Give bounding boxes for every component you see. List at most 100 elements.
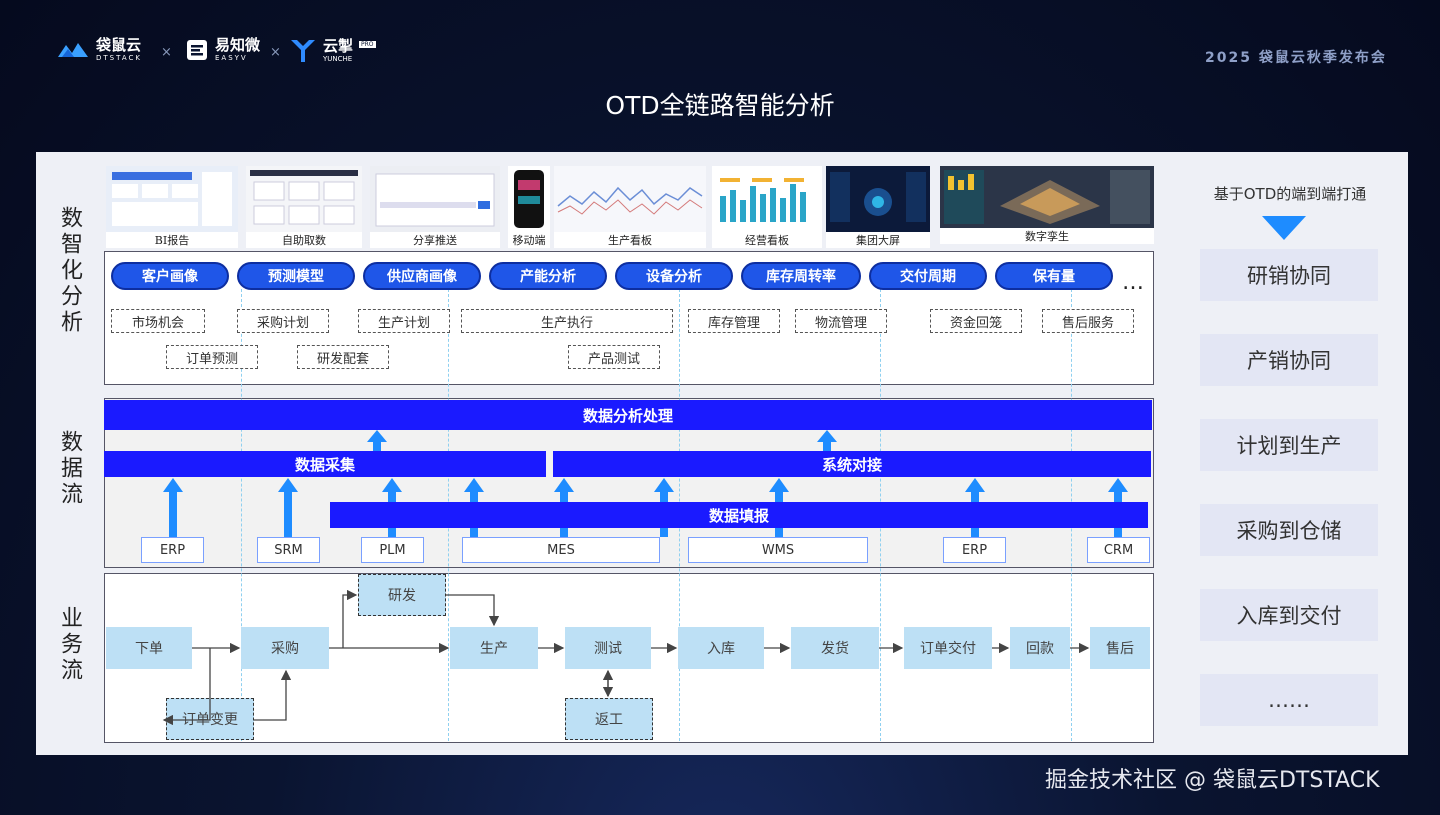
system-mes: MES (462, 537, 660, 563)
easyv-logo-sub: EASYV (215, 54, 248, 62)
up-arrow-collection (367, 430, 387, 451)
step-purchase: 采购 (241, 627, 329, 669)
production-board-image (554, 166, 706, 232)
thumb-mobile: 移动端 (508, 166, 550, 248)
scenario-logistics-management: 物流管理 (795, 309, 887, 333)
step-payment-collection: 回款 (1010, 627, 1070, 669)
thumb-digital-twin: 数字孪生 (940, 166, 1154, 244)
step-shipping: 发货 (791, 627, 879, 669)
right-item-production-sales: 产销协同 (1200, 334, 1378, 386)
up-arrow-erp (163, 478, 183, 537)
watermark: 掘金技术社区 @ 袋鼠云DTSTACK (1045, 768, 1380, 793)
right-item-rd-sales: 研销协同 (1200, 249, 1378, 301)
step-order: 下单 (106, 627, 192, 669)
step-testing: 测试 (565, 627, 651, 669)
scenario-after-sales: 售后服务 (1042, 309, 1134, 333)
step-rework: 返工 (565, 698, 653, 740)
thumb-caption: 移动端 (512, 234, 546, 247)
pill-customer-profile: 客户画像 (111, 262, 229, 290)
thumb-production-board: 生产看板 (554, 166, 706, 248)
yunche-logo: 云掣 YUNCHE PRO (289, 38, 376, 64)
system-erp: ERP (141, 537, 204, 563)
group-screen-image (826, 166, 930, 232)
guide-line (241, 289, 242, 741)
up-arrow-srm (278, 478, 298, 537)
bar-data-reporting: 数据填报 (330, 502, 1148, 528)
scenario-production-execution: 生产执行 (461, 309, 673, 333)
label-dataflow: 数据流 (57, 430, 82, 508)
step-warehousing: 入库 (678, 627, 764, 669)
step-order-delivery: 订单交付 (904, 627, 992, 669)
thumb-caption: 分享推送 (413, 234, 457, 247)
pill-supplier-profile: 供应商画像 (363, 262, 481, 290)
pill-inventory-turnover: 库存周转率 (741, 262, 861, 290)
system-plm: PLM (361, 537, 424, 563)
easyv-logo-icon (187, 40, 207, 60)
thumb-caption: 生产看板 (608, 234, 652, 247)
up-arrow-integration (817, 430, 837, 451)
step-production: 生产 (450, 627, 538, 669)
step-after-sales: 售后 (1090, 627, 1150, 669)
logo-separator: × (270, 45, 281, 60)
right-item-more: …… (1200, 674, 1378, 726)
more-ellipsis: … (1122, 270, 1144, 295)
thumb-business-board: 经营看板 (712, 166, 822, 248)
pill-forecast-model: 预测模型 (237, 262, 355, 290)
digital-twin-image (940, 166, 1154, 228)
easyv-logo: 易知微 EASYV (185, 38, 260, 62)
page-title: OTD全链路智能分析 (605, 91, 835, 120)
yunche-pro-badge: PRO (359, 40, 376, 48)
easyv-logo-name: 易知微 (215, 36, 261, 54)
thumb-caption: 自助取数 (282, 234, 326, 247)
dtstack-logo-sub: DTSTACK (96, 54, 142, 62)
mobile-image (508, 166, 550, 232)
right-item-purchase-to-storage: 采购到仓储 (1200, 504, 1378, 556)
dtstack-logo: 袋鼠云 DTSTACK (56, 38, 142, 62)
up-arrow-mes-1 (464, 478, 484, 537)
right-item-plan-to-production: 计划到生产 (1200, 419, 1378, 471)
pill-equipment-analysis: 设备分析 (615, 262, 733, 290)
scenario-purchase-plan: 采购计划 (237, 309, 329, 333)
bi-report-image (106, 166, 238, 232)
thumb-caption: 集团大屏 (856, 234, 900, 247)
up-arrow-mes-3 (654, 478, 674, 537)
pill-capacity-analysis: 产能分析 (489, 262, 607, 290)
up-arrow-crm (1108, 478, 1128, 537)
label-analysis: 数智化分析 (57, 206, 82, 336)
up-arrow-plm (382, 478, 402, 537)
scenario-market-opportunity: 市场机会 (111, 309, 205, 333)
thumb-caption: 经营看板 (745, 234, 789, 247)
yunche-logo-name: 云掣 (323, 37, 354, 55)
dtstack-logo-name: 袋鼠云 (96, 36, 142, 54)
thumb-caption: 数字孪生 (1025, 230, 1069, 243)
right-heading: 基于OTD的端到端打通 (1213, 185, 1367, 203)
up-arrow-erp-2 (965, 478, 985, 537)
dtstack-logo-icon (58, 43, 88, 57)
thumb-bi-report: BI报告 (106, 166, 238, 248)
thumb-group-screen: 集团大屏 (826, 166, 930, 248)
system-erp-2: ERP (943, 537, 1006, 563)
bar-system-integration: 系统对接 (553, 451, 1151, 477)
scenario-product-testing: 产品测试 (568, 345, 660, 369)
bar-data-processing: 数据分析处理 (104, 400, 1152, 430)
thumb-caption: BI报告 (154, 234, 190, 247)
share-push-image (370, 166, 500, 232)
yunche-logo-sub: YUNCHE (323, 55, 353, 63)
step-rd: 研发 (358, 574, 446, 616)
scenario-inventory-management: 库存管理 (688, 309, 780, 333)
down-triangle-icon (1262, 216, 1306, 240)
scenario-rd-matching: 研发配套 (297, 345, 389, 369)
pill-holding-volume: 保有量 (995, 262, 1113, 290)
label-bizflow: 业务流 (57, 606, 82, 684)
up-arrow-wms (769, 478, 789, 537)
scenario-fund-recovery: 资金回笼 (930, 309, 1022, 333)
system-crm: CRM (1087, 537, 1150, 563)
yunche-logo-icon (291, 40, 315, 62)
system-wms: WMS (688, 537, 868, 563)
right-item-warehousing-to-delivery: 入库到交付 (1200, 589, 1378, 641)
pill-delivery-cycle: 交付周期 (869, 262, 987, 290)
bar-data-collection: 数据采集 (104, 451, 546, 477)
scenario-order-forecast: 订单预测 (166, 345, 258, 369)
thumb-self-service: 自助取数 (246, 166, 362, 248)
